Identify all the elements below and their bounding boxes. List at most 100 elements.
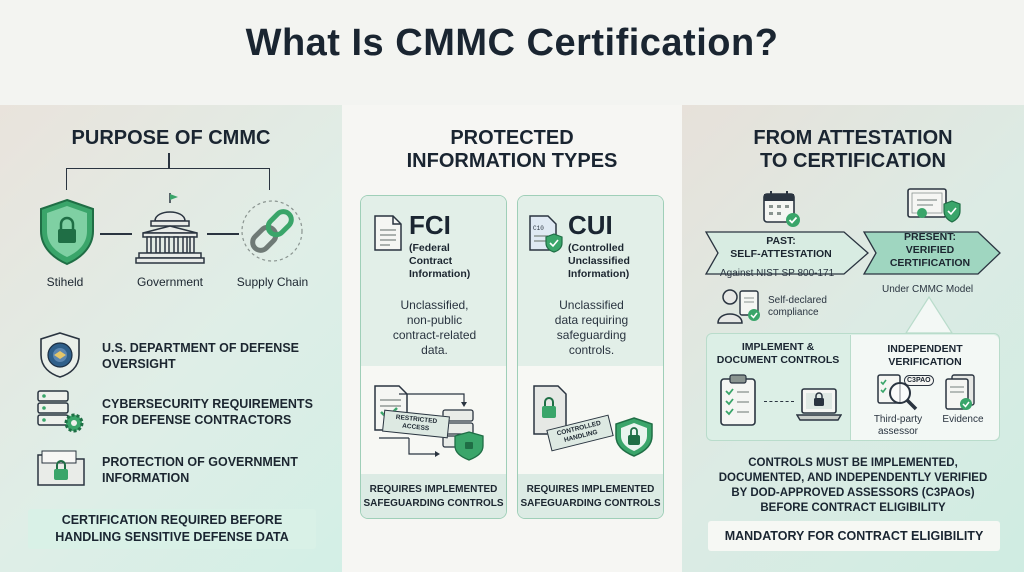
small-line: Self-declared xyxy=(768,295,827,306)
icon-label-government: Government xyxy=(136,275,204,289)
mandatory-banner: MANDATORY FOR CONTRACT ELIGIBILITY xyxy=(708,521,1000,551)
fci-abbr: FCI xyxy=(409,210,451,240)
label-line: IMPLEMENT & xyxy=(741,341,815,353)
c3pao-tag: C3PAO xyxy=(904,375,934,386)
cui-footer: REQUIRES IMPLEMENTED SAFEGUARDING CONTRO… xyxy=(518,474,663,518)
summary-text: CONTROLS MUST BE IMPLEMENTED, DOCUMENTED… xyxy=(682,456,1024,516)
laptop-icon xyxy=(796,388,842,421)
connector-line xyxy=(100,233,132,235)
desc-line: controls. xyxy=(568,343,615,357)
arrow-line: VERIFIED xyxy=(905,244,955,256)
sub-line: Unclassified xyxy=(568,255,630,267)
shielded-document-icon: C10 xyxy=(529,215,563,253)
info-types-panel: PROTECTED INFORMATION TYPES FCI (Federal… xyxy=(342,105,682,572)
icon-label-shield: Stiheld xyxy=(46,275,84,289)
arrow-line: SELF-ATTESTATION xyxy=(730,248,832,260)
desc-line: Unclassified xyxy=(559,298,624,312)
summary-line: CONTROLS MUST BE IMPLEMENTED, xyxy=(748,457,958,469)
desc-line: non-public xyxy=(406,313,463,327)
info-types-heading: PROTECTED INFORMATION TYPES xyxy=(342,127,682,173)
cui-full-name: (Controlled Unclassified Information) xyxy=(568,242,630,281)
document-icon xyxy=(374,215,402,251)
implement-label: IMPLEMENT & DOCUMENT CONTROLS xyxy=(708,341,848,367)
fci-footer: REQUIRES IMPLEMENTED SAFEGUARDING CONTRO… xyxy=(361,474,506,518)
calendar-check-icon xyxy=(763,191,800,227)
bracket-line xyxy=(66,168,270,190)
connector-line xyxy=(207,233,239,235)
footer-line: REQUIRES IMPLEMENTED xyxy=(369,484,498,495)
certificate-icon xyxy=(907,188,961,223)
label-line: DOCUMENT CONTROLS xyxy=(716,354,840,366)
arrow-line: PRESENT: xyxy=(904,231,956,243)
cui-description: Unclassified data requiring safeguarding… xyxy=(518,298,663,358)
summary-line: BEFORE CONTRACT ELIGIBILITY xyxy=(760,502,946,514)
sub-line: (Controlled xyxy=(568,242,624,254)
pointer-triangle xyxy=(904,295,954,334)
purpose-heading: PURPOSE OF CMMC xyxy=(71,127,271,149)
chain-link-icon xyxy=(241,200,303,262)
desc-line: Unclassified, xyxy=(400,298,469,312)
row-text-cyber: CYBERSECURITY REQUIREMENTS FOR DEFENSE C… xyxy=(102,397,313,427)
footer-line: SAFEGUARDING CONTROLS xyxy=(520,498,661,509)
present-subtext: Under CMMC Model xyxy=(882,284,974,295)
small-line: compliance xyxy=(768,307,819,318)
evidence-label: Evidence xyxy=(942,414,984,425)
cui-abbr: CUI xyxy=(568,210,613,240)
sub-line: (Federal xyxy=(409,242,450,254)
attestation-heading: FROM ATTESTATION TO CERTIFICATION xyxy=(682,127,1024,173)
past-label: PAST: SELF-ATTESTATION xyxy=(716,235,846,283)
folder-lock-icon xyxy=(37,450,85,486)
icon-label-supply-chain: Supply Chain xyxy=(236,275,309,289)
heading-line: TO CERTIFICATION xyxy=(760,150,946,172)
sub-line: Contract xyxy=(409,255,453,267)
shield-lock-icon xyxy=(40,198,94,266)
sub-line: Information) xyxy=(568,268,630,280)
controlled-folder-shield-icon xyxy=(533,385,653,457)
assessor-magnifier-icon xyxy=(877,374,918,411)
person-document-icon xyxy=(717,289,760,324)
summary-line: BY DOD-APPROVED ASSESSORS (C3PAOs) xyxy=(731,487,975,499)
certification-note: CERTIFICATION REQUIRED BEFORE HANDLING S… xyxy=(28,509,316,549)
svg-text:C10: C10 xyxy=(533,225,544,232)
page-title: What Is CMMC Certification? xyxy=(245,22,779,64)
arrow-line: PAST: xyxy=(766,235,796,247)
label-line: VERIFICATION xyxy=(888,356,962,368)
present-label: PRESENT: VERIFIED CERTIFICATION xyxy=(874,231,986,279)
footer-line: REQUIRES IMPLEMENTED xyxy=(526,484,655,495)
evidence-documents-icon xyxy=(945,374,975,410)
past-subtext: Against NIST SP 800-171 xyxy=(720,268,835,279)
present-arrow-shape xyxy=(862,231,1001,275)
desc-line: data. xyxy=(421,343,448,357)
desc-line: data requiring xyxy=(554,313,629,327)
desc-line: safeguarding xyxy=(556,328,627,342)
self-declared-text: Self-declared compliance xyxy=(768,295,827,319)
purpose-panel: PURPOSE OF CMMC Stiheld Governme xyxy=(0,105,342,572)
row-text-dod: U.S. DEPARTMENT OF DEFENSE OVERSIGHT xyxy=(102,341,300,371)
assessor-label: Third-party assessor xyxy=(868,414,928,438)
fci-description: Unclassified, non-public contract-relate… xyxy=(361,298,506,358)
small-line: assessor xyxy=(877,426,918,437)
attestation-panel: FROM ATTESTATION TO CERTIFICATION PAST: … xyxy=(682,105,1024,572)
label-line: INDEPENDENT xyxy=(887,343,963,355)
arrow-line: CERTIFICATION xyxy=(889,257,971,269)
clipboard-checklist-icon xyxy=(720,374,756,426)
server-gear-icon xyxy=(37,390,84,433)
desc-line: contract-related xyxy=(392,328,477,342)
heading-line: INFORMATION TYPES xyxy=(406,150,618,172)
dod-seal-icon xyxy=(40,332,80,378)
heading-line: PROTECTED xyxy=(450,127,574,149)
bracket-stem xyxy=(168,153,170,168)
past-arrow-shape xyxy=(704,231,869,275)
verification-label: INDEPENDENT VERIFICATION xyxy=(852,343,998,369)
row-text-protection: PROTECTION OF GOVERNMENT INFORMATION xyxy=(102,455,298,485)
capitol-building-icon xyxy=(135,193,205,264)
cui-card: C10 CUI (Controlled Unclassified Informa… xyxy=(517,195,664,519)
sub-line: Information) xyxy=(409,268,471,280)
small-line: Third-party xyxy=(873,414,923,425)
footer-line: SAFEGUARDING CONTROLS xyxy=(363,498,504,509)
fci-full-name: (Federal Contract Information) xyxy=(409,242,470,281)
summary-line: DOCUMENTED, AND INDEPENDENTLY VERIFIED xyxy=(718,472,988,484)
dashed-connector xyxy=(764,401,794,402)
heading-line: FROM ATTESTATION xyxy=(753,127,953,149)
fci-card: FCI (Federal Contract Information) Uncla… xyxy=(360,195,507,519)
